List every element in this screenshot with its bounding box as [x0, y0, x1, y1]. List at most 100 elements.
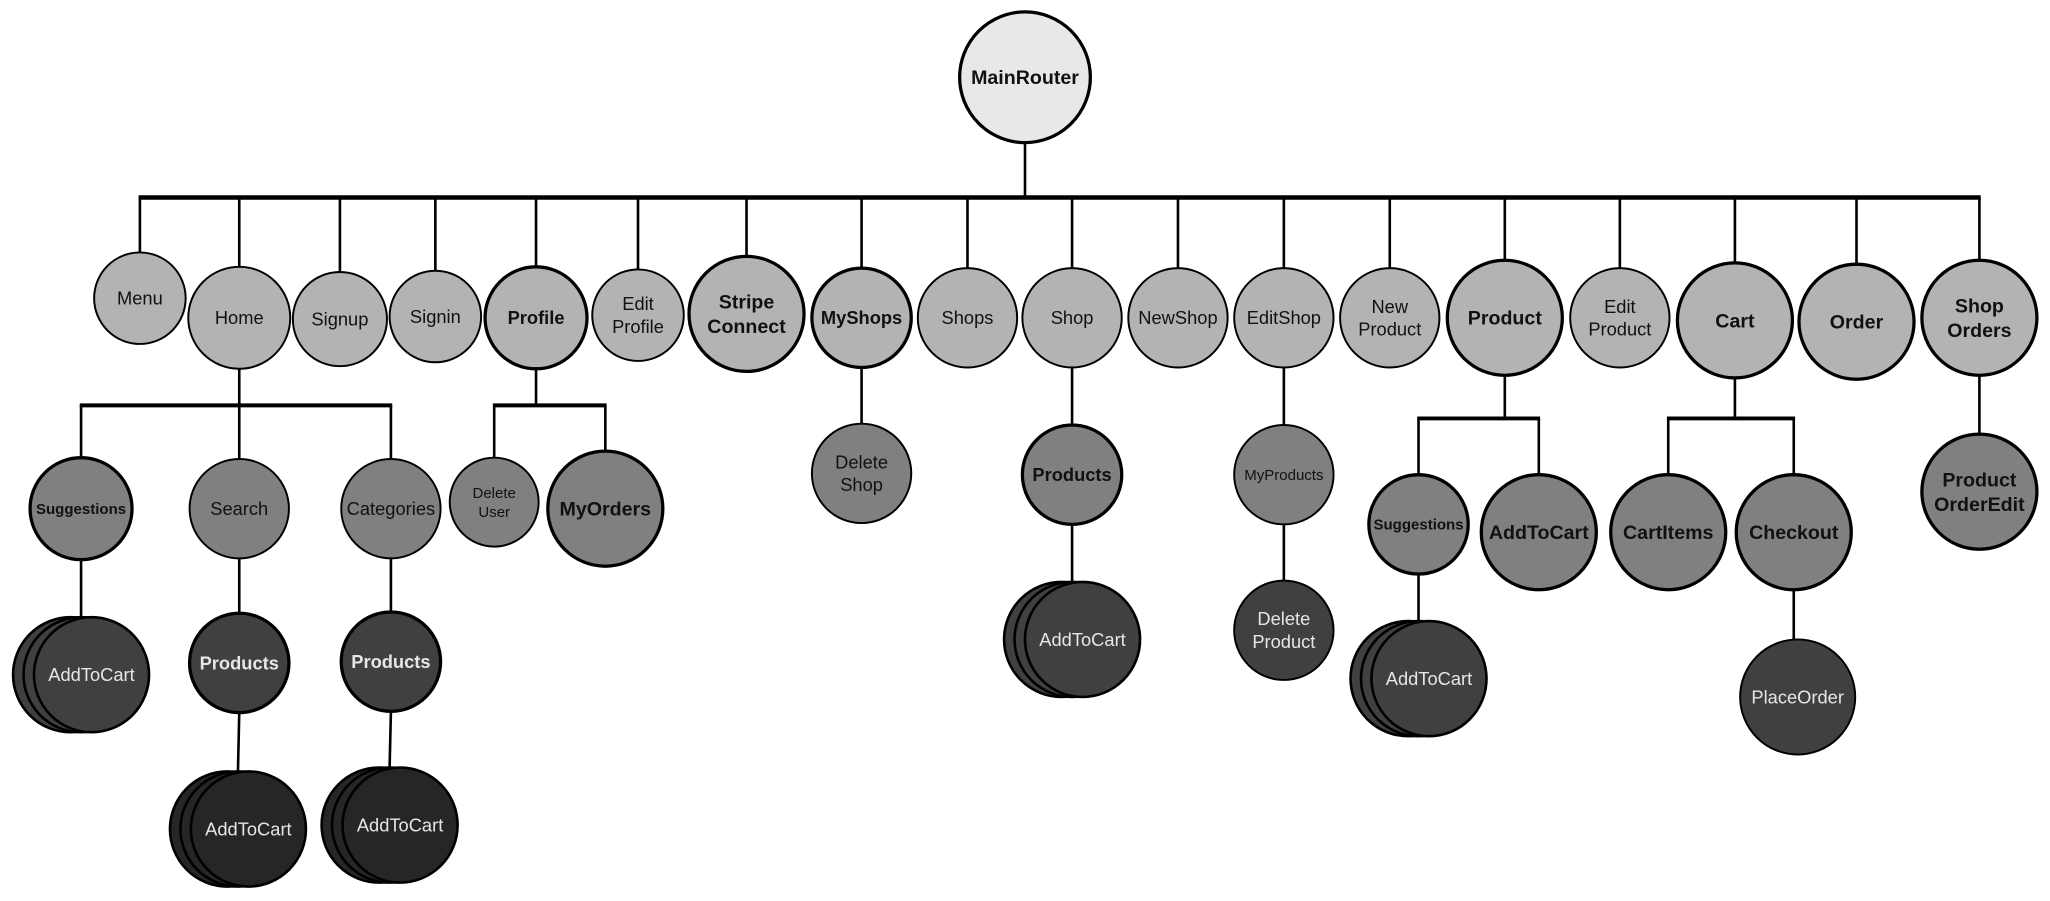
node-circle — [1739, 638, 1857, 756]
node-order[interactable]: Order — [1797, 262, 1916, 381]
node-label: Profile — [508, 307, 565, 328]
node-label: AddToCart — [1386, 668, 1472, 689]
node-circle — [591, 268, 685, 362]
node-label: Categories — [347, 498, 435, 519]
node-circle — [448, 456, 540, 548]
node-circle — [810, 422, 913, 525]
node-search_add[interactable]: AddToCart — [168, 770, 308, 888]
node-signup[interactable]: Signup — [291, 271, 388, 368]
node-menu[interactable]: Menu — [93, 251, 187, 345]
node-label-line: Categories — [347, 498, 435, 519]
node-cat_products[interactable]: Products — [339, 610, 443, 713]
node-cart[interactable]: Cart — [1675, 261, 1795, 380]
node-home_cat[interactable]: Categories — [340, 458, 442, 560]
node-prod_add[interactable]: AddToCart — [1479, 473, 1598, 592]
node-label-line: Signin — [410, 306, 461, 327]
node-circle — [388, 269, 483, 364]
node-label-line: Orders — [1947, 320, 2011, 342]
node-label-line: Suggestions — [36, 501, 126, 518]
connector-search_add — [236, 712, 241, 772]
node-label: Home — [215, 307, 264, 328]
node-shops[interactable]: Shops — [916, 267, 1019, 369]
node-label: Products — [200, 652, 279, 673]
node-myorders[interactable]: MyOrders — [546, 449, 665, 568]
node-label-line: Product — [1942, 469, 2017, 491]
node-circle — [93, 251, 187, 345]
node-home_sugg[interactable]: Suggestions — [28, 456, 134, 562]
node-label-line: Shop — [1051, 307, 1094, 328]
node-circle — [339, 610, 443, 713]
node-label: AddToCart — [1489, 522, 1589, 544]
node-circle — [1367, 473, 1470, 576]
node-cat_add[interactable]: AddToCart — [320, 766, 459, 884]
node-label: MyOrders — [560, 499, 652, 521]
node-signin[interactable]: Signin — [388, 269, 483, 364]
node-shop_add[interactable]: AddToCart — [1002, 580, 1142, 699]
node-circle — [1569, 267, 1671, 369]
node-search_products[interactable]: Products — [187, 611, 291, 715]
node-editshop[interactable]: EditShop — [1233, 267, 1335, 369]
node-label: MainRouter — [971, 67, 1079, 89]
node-circle — [189, 770, 308, 888]
node-label-line: Products — [351, 651, 430, 672]
node-label-line: Edit — [1604, 296, 1636, 317]
node-circle — [1920, 432, 2039, 551]
node-label-line: CartItems — [1623, 522, 1714, 544]
node-circle — [546, 449, 665, 568]
node-home[interactable]: Home — [187, 265, 292, 370]
node-circle — [687, 254, 806, 374]
node-label-line: Order — [1830, 312, 1884, 334]
node-profile[interactable]: Profile — [483, 265, 589, 371]
node-home_sugg_add[interactable]: AddToCart — [11, 615, 151, 734]
node-shop_products[interactable]: Products — [1020, 423, 1124, 527]
node-circle — [483, 265, 589, 371]
node-newshop[interactable]: NewShop — [1127, 267, 1229, 369]
node-circle — [1920, 258, 2039, 377]
node-prod_sugg[interactable]: Suggestions — [1367, 473, 1470, 576]
node-label-line: AddToCart — [1039, 629, 1125, 650]
node-root[interactable]: MainRouter — [957, 10, 1093, 145]
node-product[interactable]: Product — [1445, 258, 1564, 377]
node-label-line: Shop — [840, 474, 883, 495]
node-circle — [341, 766, 459, 884]
node-shop[interactable]: Shop — [1021, 267, 1123, 369]
node-circle — [1127, 267, 1229, 369]
node-label-line: Menu — [117, 288, 163, 309]
node-label-line: Stripe — [719, 291, 775, 313]
node-label: Products — [351, 651, 430, 672]
node-label-line: Product — [1588, 319, 1651, 340]
node-circle — [340, 458, 442, 560]
node-label: Signin — [410, 306, 461, 327]
node-label-line: Cart — [1715, 310, 1755, 332]
node-circle — [1609, 473, 1728, 592]
node-placeorder[interactable]: PlaceOrder — [1739, 638, 1857, 756]
node-label-line: User — [478, 504, 510, 521]
node-circle — [810, 266, 913, 370]
node-prod_sugg_add[interactable]: AddToCart — [1349, 619, 1488, 738]
node-label-line: Product — [1358, 319, 1421, 340]
node-label: Signup — [311, 309, 368, 330]
node-label: MyShops — [821, 307, 902, 328]
node-checkout[interactable]: Checkout — [1734, 473, 1853, 592]
node-label-line: AddToCart — [1489, 522, 1589, 544]
node-myproducts[interactable]: MyProducts — [1233, 424, 1335, 526]
node-cartitems[interactable]: CartItems — [1609, 473, 1728, 592]
node-myshops[interactable]: MyShops — [810, 266, 913, 370]
node-label-line: Products — [1032, 464, 1111, 485]
node-label: AddToCart — [48, 664, 134, 685]
node-home_search[interactable]: Search — [188, 458, 290, 560]
node-circle — [1479, 473, 1598, 592]
